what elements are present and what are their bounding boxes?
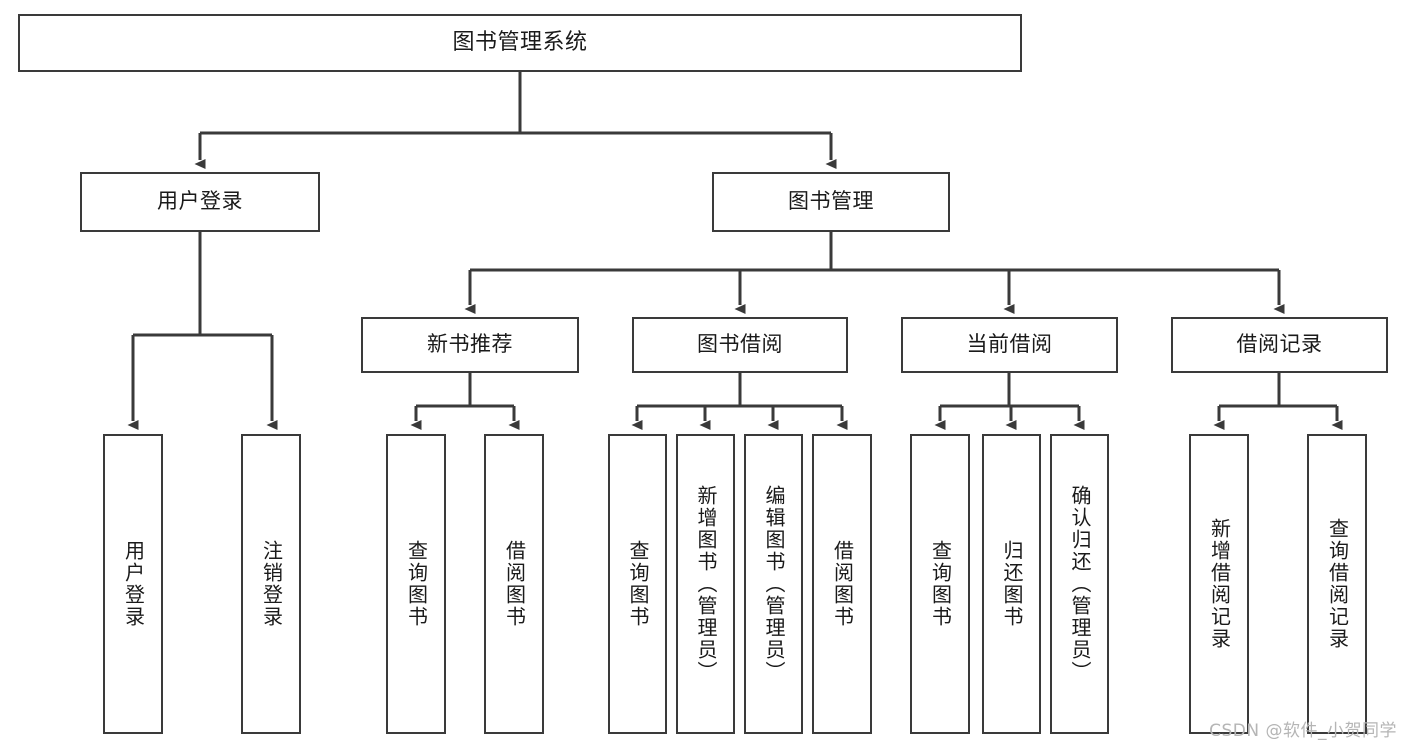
node-new-book-recommend[interactable]: 新书推荐 — [361, 317, 579, 373]
node-root-system[interactable]: 图书管理系统 — [18, 14, 1022, 72]
node-leaf-query-book-1[interactable]: 查询图书 — [386, 434, 446, 734]
node-leaf-user-login[interactable]: 用户登录 — [103, 434, 163, 734]
node-leaf-edit-book-admin[interactable]: 编辑图书（管理员） — [744, 434, 803, 734]
node-book-management[interactable]: 图书管理 — [712, 172, 950, 232]
node-book-borrow[interactable]: 图书借阅 — [632, 317, 848, 373]
node-current-borrow[interactable]: 当前借阅 — [901, 317, 1118, 373]
node-leaf-return-book[interactable]: 归还图书 — [982, 434, 1041, 734]
node-leaf-borrow-book-1[interactable]: 借阅图书 — [484, 434, 544, 734]
node-leaf-confirm-return-admin[interactable]: 确认归还（管理员） — [1050, 434, 1109, 734]
node-leaf-query-book-3[interactable]: 查询图书 — [910, 434, 970, 734]
node-leaf-logout[interactable]: 注销登录 — [241, 434, 301, 734]
node-leaf-query-borrow-record[interactable]: 查询借阅记录 — [1307, 434, 1367, 734]
node-leaf-borrow-book-2[interactable]: 借阅图书 — [812, 434, 872, 734]
node-user-login[interactable]: 用户登录 — [80, 172, 320, 232]
node-leaf-query-book-2[interactable]: 查询图书 — [608, 434, 667, 734]
node-leaf-add-borrow-record[interactable]: 新增借阅记录 — [1189, 434, 1249, 734]
node-leaf-add-book-admin[interactable]: 新增图书（管理员） — [676, 434, 735, 734]
node-borrow-records[interactable]: 借阅记录 — [1171, 317, 1388, 373]
